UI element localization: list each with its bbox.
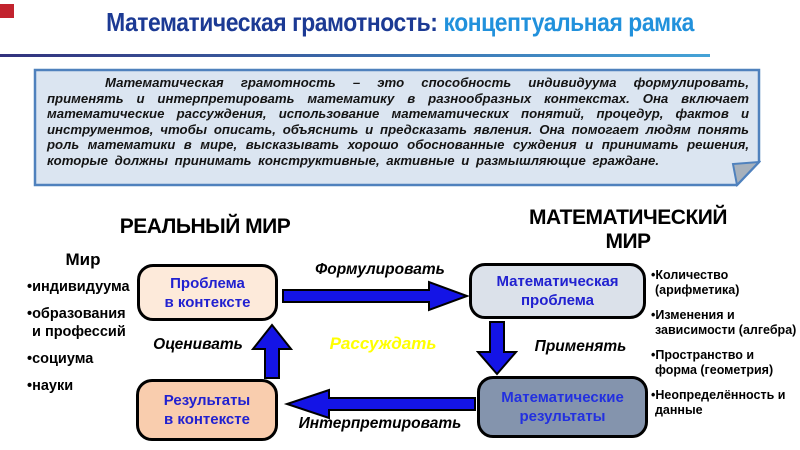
world-list: •индивидуума •образования и профессий •с… — [27, 278, 145, 404]
list-item: •науки — [27, 377, 145, 395]
list-item: •Пространство и форма (геометрия) — [651, 348, 798, 378]
box-results-in-context: Результаты в контексте — [136, 379, 278, 441]
box-problem-in-context: Проблема в контексте — [137, 264, 278, 321]
list-item-label: Пространство и — [655, 348, 755, 362]
real-world-heading: РЕАЛЬНЫЙ МИР — [119, 215, 291, 238]
formulate-arrow-icon — [282, 280, 470, 312]
definition-callout-shape — [33, 68, 761, 187]
box-label: Проблема — [170, 274, 245, 292]
apply-label: Применять — [534, 338, 627, 355]
list-item-label: социума — [32, 351, 94, 367]
list-item-label2: зависимости (алгебра) — [655, 323, 797, 337]
list-item-label: Неопределённость и — [655, 388, 786, 402]
list-item: •Изменения и зависимости (алгебра) — [651, 308, 798, 338]
list-item: •Количество (арифметика) — [651, 268, 798, 298]
bullet-icon: • — [651, 388, 656, 402]
bullet-icon: • — [651, 348, 656, 362]
evaluate-arrow-icon — [251, 323, 293, 379]
list-item-label2: и профессий — [32, 324, 126, 340]
list-item-label: образования — [32, 306, 126, 322]
page-title-accent: концептуальная рамка — [443, 7, 695, 37]
list-item: •социума — [27, 350, 145, 368]
list-item-label2: (арифметика) — [655, 283, 740, 297]
title-underline — [0, 54, 710, 57]
formulate-label: Формулировать — [315, 261, 445, 278]
reason-label: Рассуждать — [329, 334, 437, 353]
list-item-label2: форма (геометрия) — [655, 363, 774, 377]
bullet-icon: • — [27, 351, 33, 367]
box-math-results: Математические результаты — [477, 376, 648, 438]
world-list-title: Мир — [65, 250, 101, 269]
bullet-icon: • — [651, 268, 656, 282]
box-label: результаты — [519, 408, 606, 425]
math-domains-list: •Количество (арифметика) •Изменения и за… — [651, 268, 798, 428]
bullet-icon: • — [27, 279, 33, 295]
box-math-problem: Математическая проблема — [469, 263, 646, 319]
box-label: Математическая — [496, 273, 619, 290]
box-label: Результаты — [163, 392, 251, 409]
box-label: Математические — [501, 389, 624, 406]
definition-text: Математическая грамотность – это способн… — [47, 75, 749, 168]
box-label: в контексте — [164, 411, 250, 428]
list-item-label: индивидуума — [32, 279, 130, 295]
box-label: в контексте — [164, 293, 251, 311]
list-item: •образования и профессий — [27, 305, 145, 341]
interpret-label: Интерпретировать — [298, 415, 462, 432]
math-world-heading: МАТЕМАТИЧЕСКИЙ МИР — [529, 206, 727, 253]
bullet-icon: • — [27, 378, 33, 394]
list-item: •индивидуума — [27, 278, 145, 296]
red-corner-marker — [0, 4, 14, 18]
page-title-primary: Математическая грамотность: — [106, 7, 438, 37]
bullet-icon: • — [27, 306, 33, 322]
bullet-icon: • — [651, 308, 656, 322]
list-item-label: Изменения и — [655, 308, 735, 322]
page-title: Математическая грамотность:концептуальна… — [0, 7, 800, 38]
apply-arrow-icon — [476, 321, 518, 376]
list-item: •Неопределённость и данные — [651, 388, 798, 418]
list-item-label: науки — [32, 378, 74, 394]
box-label: проблема — [521, 292, 594, 309]
list-item-label: Количество — [655, 268, 729, 282]
evaluate-label: Оценивать — [153, 336, 243, 353]
interpret-arrow-icon — [283, 388, 476, 420]
list-item-label2: данные — [655, 403, 703, 417]
